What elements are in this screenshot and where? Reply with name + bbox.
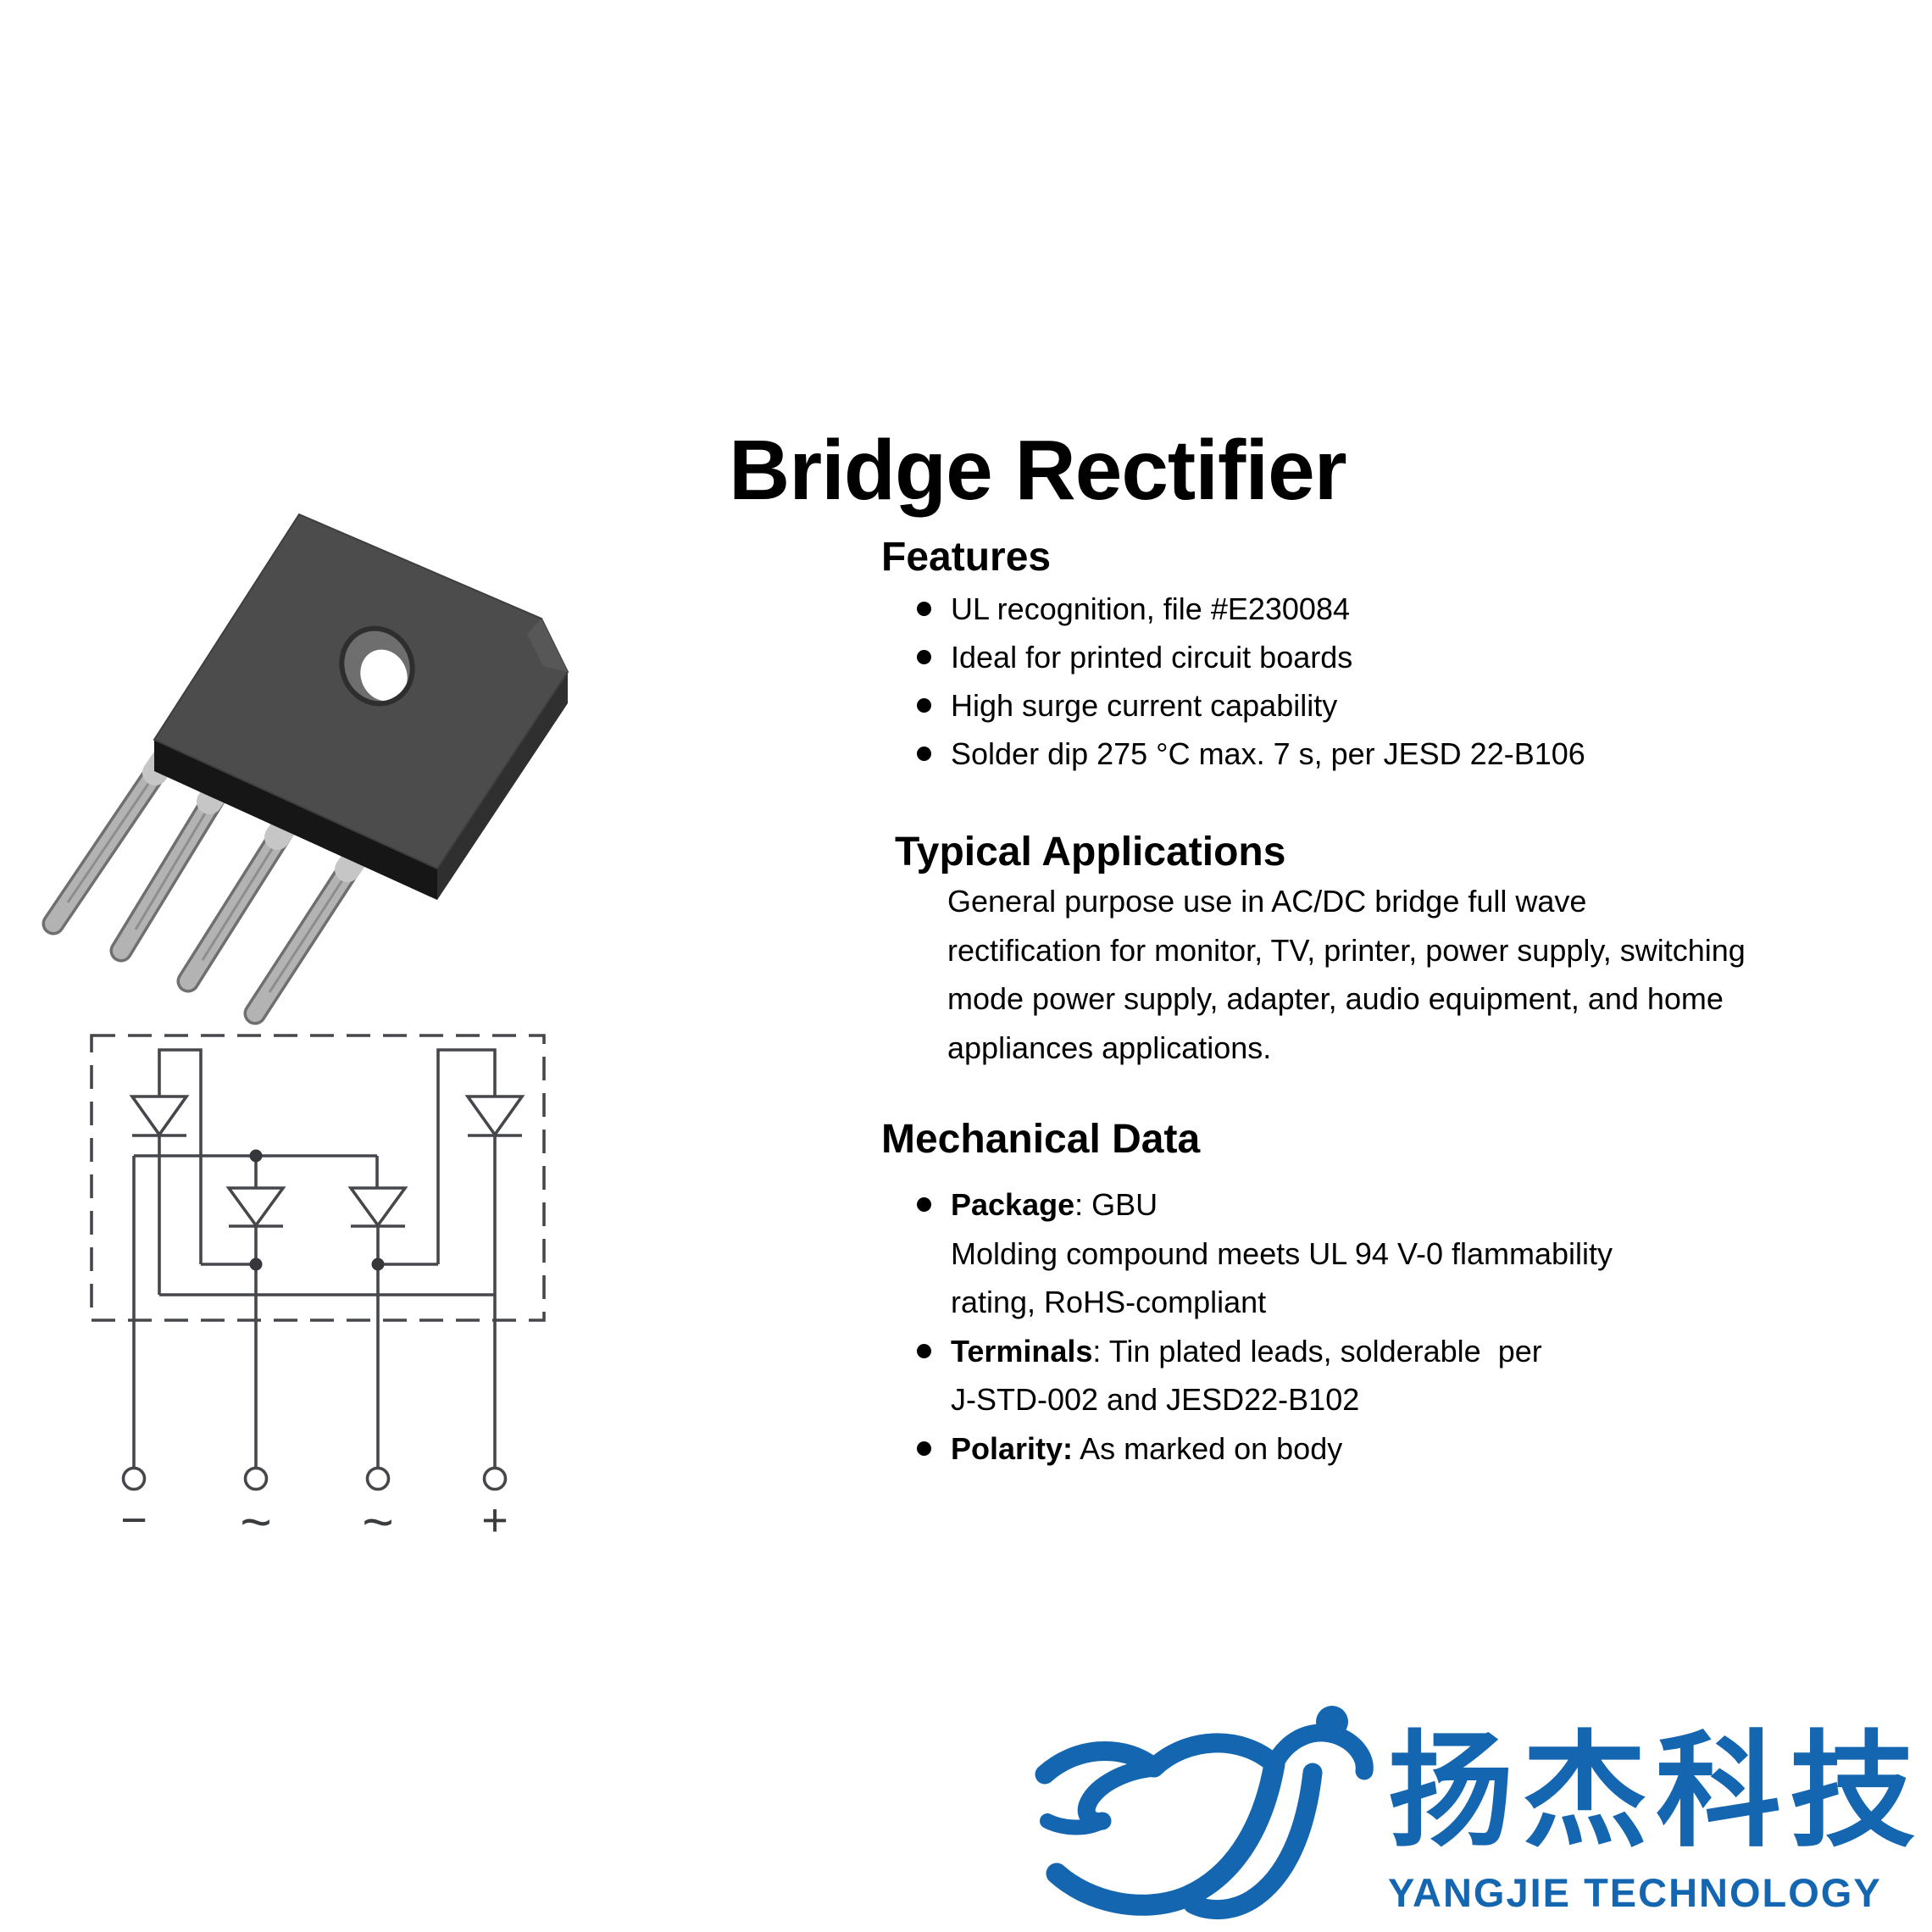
mechanical-item-continuation: Molding compound meets UL 94 V-0 flammab… bbox=[951, 1235, 1613, 1271]
terminal-label-ac2: ~ bbox=[362, 1491, 393, 1552]
diode-icon bbox=[464, 1095, 525, 1138]
page-title: Bridge Rectifier bbox=[729, 423, 1347, 518]
feature-item: High surge current capability bbox=[881, 681, 1932, 730]
package-body bbox=[153, 513, 569, 900]
logo-english-text: YANGJIE TECHNOLOGY bbox=[1388, 1870, 1882, 1915]
feature-item: UL recognition, file #E230084 bbox=[881, 585, 1932, 633]
diode-icon bbox=[129, 1095, 190, 1138]
mechanical-item-continuation: J-STD-002 and JESD22-B102 bbox=[951, 1382, 1360, 1417]
dashed-outline bbox=[90, 1034, 546, 1322]
feature-item: Solder dip 275 °C max. 7 s, per JESD 22-… bbox=[881, 730, 1932, 778]
features-list: UL recognition, file #E230084 Ideal for … bbox=[881, 585, 1932, 778]
terminal-label-minus: − bbox=[120, 1495, 147, 1546]
section-heading-features: Features bbox=[881, 535, 1052, 580]
diode-icon bbox=[225, 1186, 286, 1229]
package-hole bbox=[339, 625, 415, 707]
mechanical-item: Package: GBU bbox=[881, 1180, 1932, 1230]
diode-symbols bbox=[129, 1095, 525, 1229]
typical-applications-section: Typical Applications General purpose use… bbox=[895, 829, 1932, 1072]
features-section: Features UL recognition, file #E230084 I… bbox=[881, 534, 1932, 778]
junction-dots bbox=[249, 1149, 385, 1271]
terminal-labels: − ~ ~ + bbox=[120, 1491, 508, 1552]
bridge-circuit-diagram: − ~ ~ + bbox=[90, 1034, 546, 1552]
terminal-circles bbox=[121, 1466, 508, 1491]
logo-swoosh bbox=[1035, 1724, 1374, 1920]
terminal-label-plus: + bbox=[481, 1495, 508, 1546]
terminal-label-ac1: ~ bbox=[240, 1491, 271, 1552]
applications-paragraph: General purpose use in AC/DC bridge full… bbox=[947, 884, 1746, 1065]
diode-icon bbox=[347, 1186, 408, 1229]
mechanical-list: Package: GBU Molding compound meets UL 9… bbox=[881, 1180, 1932, 1473]
mechanical-data-section: Mechanical Data Package: GBU Molding com… bbox=[881, 1116, 1932, 1473]
package-3d-image bbox=[42, 513, 569, 1025]
yangjie-logo-mark-icon bbox=[1035, 1706, 1374, 1920]
mechanical-item-continuation: rating, RoHS-compliant bbox=[951, 1285, 1267, 1319]
mechanical-item: Terminals: Tin plated leads, solderable … bbox=[881, 1327, 1932, 1376]
mechanical-item: Polarity: As marked on body bbox=[881, 1424, 1932, 1474]
section-heading-mechanical: Mechanical Data bbox=[881, 1117, 1201, 1162]
logo-chinese-text: 扬杰科技 bbox=[1388, 1722, 1924, 1862]
feature-item: Ideal for printed circuit boards bbox=[881, 633, 1932, 681]
circuit-wires bbox=[132, 1048, 497, 1468]
section-heading-applications: Typical Applications bbox=[895, 830, 1286, 874]
